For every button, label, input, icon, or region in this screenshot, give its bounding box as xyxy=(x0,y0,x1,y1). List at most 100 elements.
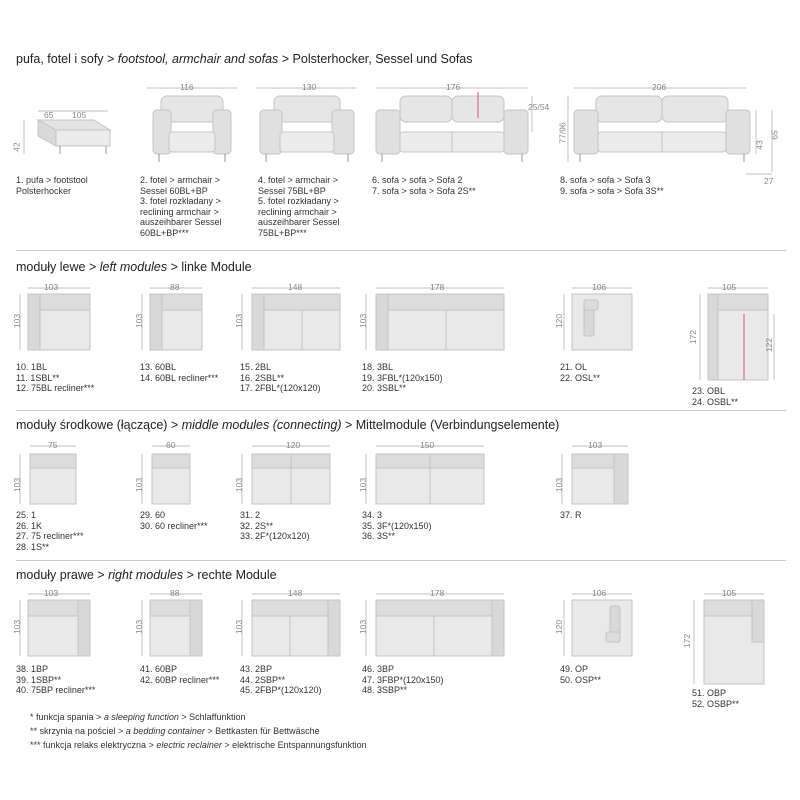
module-1bl-drawing xyxy=(14,284,94,354)
item-caption: 34. 3 35. 3F*(120x150) 36. 3S** xyxy=(362,510,432,541)
dimension-label: 103 xyxy=(588,440,603,450)
item-caption: 41. 60BP 42. 60BP recliner*** xyxy=(140,664,220,685)
item-caption: 8. sofa > sofa > Sofa 3 9. sofa > sofa >… xyxy=(560,175,664,196)
dimension-label: 103 xyxy=(44,588,59,598)
footnote: ** skrzynia na pościel > a bedding conta… xyxy=(30,726,320,736)
dimension-label: 27 xyxy=(764,176,774,186)
dimension-label: 178 xyxy=(430,282,445,292)
dimension-label: 103 xyxy=(44,282,59,292)
module-r-drawing xyxy=(556,440,636,510)
dimension-label: 206 xyxy=(652,82,667,92)
module-2bp-drawing xyxy=(236,590,346,660)
divider xyxy=(16,250,786,251)
divider xyxy=(16,560,786,561)
dimension-label: 120 xyxy=(554,619,565,635)
item-caption: 43. 2BP 44. 2SBP** 45. 2FBP*(120x120) xyxy=(240,664,322,695)
module-op-drawing xyxy=(556,590,636,662)
dimension-label: 106 xyxy=(592,282,607,292)
item-caption: 2. fotel > armchair > Sessel 60BL+BP 3. … xyxy=(140,175,222,238)
dimension-label: 43 xyxy=(754,140,765,150)
item-caption: 46. 3BP 47. 3FBP*(120x150) 48. 3SBP** xyxy=(362,664,444,695)
module-2bl-drawing xyxy=(236,284,346,354)
module-60bl-drawing xyxy=(136,284,206,354)
module-obl-drawing xyxy=(690,284,790,384)
dimension-label: 103 xyxy=(358,477,369,493)
module-60-drawing xyxy=(136,440,196,510)
dimension-label: 176 xyxy=(446,82,461,92)
module-3-drawing xyxy=(360,440,490,510)
dimension-label: 103 xyxy=(134,313,145,329)
item-caption: 1. pufa > footstool Polsterhocker xyxy=(16,175,88,196)
section-title-right-modules: moduły prawe > right modules > rechte Mo… xyxy=(16,568,277,582)
dimension-label: 120 xyxy=(286,440,301,450)
dimension-label: 172 xyxy=(688,329,699,345)
dimension-label: 42 xyxy=(11,142,22,152)
dimension-label: 178 xyxy=(430,588,445,598)
item-caption: 13. 60BL 14. 60BL recliner*** xyxy=(140,362,219,383)
item-caption: 10. 1BL 11. 1SBL** 12. 75BL recliner*** xyxy=(16,362,95,393)
dimension-label: 130 xyxy=(302,82,317,92)
dimension-label: 65 xyxy=(44,110,54,120)
item-caption: 51. OBP 52. OSBP** xyxy=(692,688,740,709)
item-caption: 23. OBL 24. OSBL** xyxy=(692,386,739,407)
sofa-2-drawing xyxy=(372,82,552,167)
module-1bp-drawing xyxy=(14,590,94,660)
dimension-label: 103 xyxy=(554,477,565,493)
footstool-drawing xyxy=(16,106,116,166)
item-caption: 37. R xyxy=(560,510,582,520)
item-caption: 18. 3BL 19. 3FBL*(120x150) 20. 3SBL** xyxy=(362,362,443,393)
dimension-label: 88 xyxy=(170,588,180,598)
dimension-label: 105 xyxy=(722,588,737,598)
dimension-label: 106 xyxy=(592,588,607,598)
section-title-left-modules: moduły lewe > left modules > linke Modul… xyxy=(16,260,252,274)
dimension-label: 103 xyxy=(134,477,145,493)
module-2-drawing xyxy=(236,440,336,510)
dimension-label: 105 xyxy=(722,282,737,292)
module-1-drawing xyxy=(14,440,84,510)
dimension-label: 105 xyxy=(72,110,87,120)
dimension-label: 103 xyxy=(12,313,23,329)
item-caption: 31. 2 32. 2S** 33. 2F*(120x120) xyxy=(240,510,310,541)
dimension-label: 148 xyxy=(288,588,303,598)
item-caption: 25. 1 26. 1K 27. 75 recliner*** 28. 1S** xyxy=(16,510,84,552)
dimension-label: 103 xyxy=(234,619,245,635)
dimension-label: 75 xyxy=(48,440,58,450)
divider xyxy=(16,410,786,411)
armchair-60-drawing xyxy=(145,82,240,167)
module-ol-drawing xyxy=(556,284,636,354)
footnote: * funkcja spania > a sleeping function >… xyxy=(30,712,246,722)
item-caption: 49. OP 50. OSP** xyxy=(560,664,602,685)
dimension-label: 172 xyxy=(682,633,693,649)
dimension-label: 103 xyxy=(12,619,23,635)
item-caption: 21. OL 22. OSL** xyxy=(560,362,601,383)
item-caption: 4. fotel > armchair > Sessel 75BL+BP 5. … xyxy=(258,175,340,238)
section-title-sofas: pufa, fotel i sofy > footstool, armchair… xyxy=(16,52,473,66)
dimension-label: 65 xyxy=(769,130,780,140)
sofa-3-drawing xyxy=(566,82,786,182)
module-obp-drawing xyxy=(680,590,780,690)
module-3bl-drawing xyxy=(360,284,510,354)
section-title-middle-modules: moduły środkowe (łączące) > middle modul… xyxy=(16,418,560,432)
dimension-label: 103 xyxy=(134,619,145,635)
dimension-label: 88 xyxy=(170,282,180,292)
dimension-label: 103 xyxy=(358,619,369,635)
item-caption: 38. 1BP 39. 1SBP** 40. 75BP recliner*** xyxy=(16,664,96,695)
dimension-label: 122 xyxy=(764,337,775,353)
module-60bp-drawing xyxy=(136,590,206,660)
dimension-label: 120 xyxy=(554,313,565,329)
dimension-label: 103 xyxy=(234,477,245,493)
dimension-label: 116 xyxy=(180,82,194,92)
armchair-75-drawing xyxy=(252,82,362,167)
item-caption: 29. 60 30. 60 recliner*** xyxy=(140,510,208,531)
footnote: *** funkcja relaks elektryczna > electri… xyxy=(30,740,367,750)
dimension-label: 25/54 xyxy=(528,102,550,112)
module-3bp-drawing xyxy=(360,590,510,660)
item-caption: 6. sofa > sofa > Sofa 2 7. sofa > sofa >… xyxy=(372,175,476,196)
dimension-label: 60 xyxy=(166,440,176,450)
dimension-label: 103 xyxy=(12,477,23,493)
dimension-label: 150 xyxy=(420,440,435,450)
dimension-label: 103 xyxy=(234,313,245,329)
dimension-label: 103 xyxy=(358,313,369,329)
item-caption: 15. 2BL 16. 2SBL** 17. 2FBL*(120x120) xyxy=(240,362,321,393)
dimension-label: 77/96 xyxy=(557,122,568,144)
